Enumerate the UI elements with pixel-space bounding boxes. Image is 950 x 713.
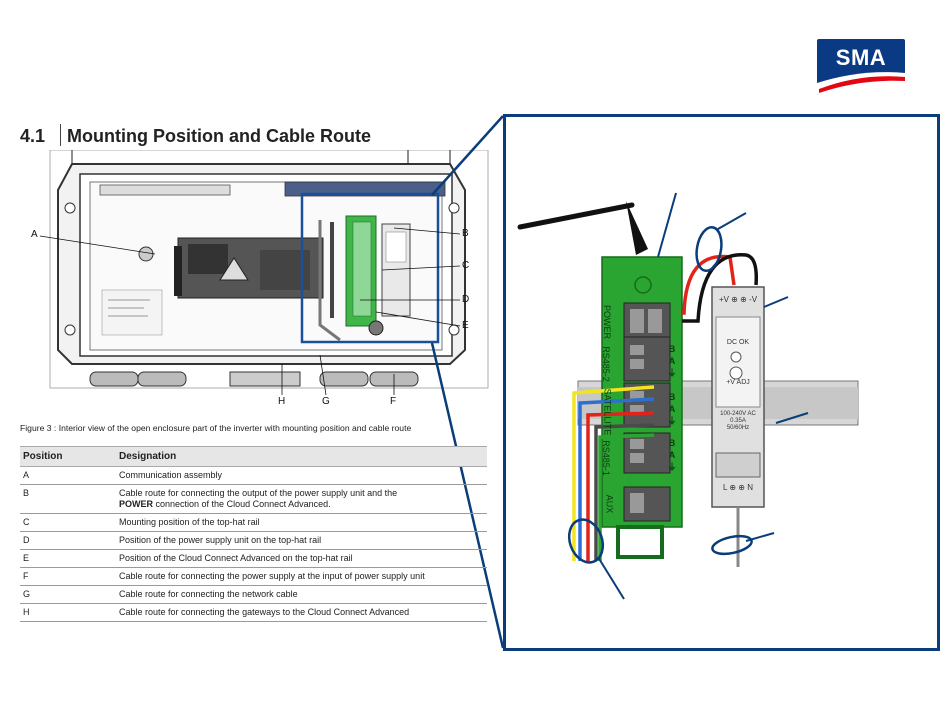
psu-input-label: L ⊕ ⊕ N — [722, 483, 753, 492]
column-header-designation: Designation — [116, 446, 487, 467]
callout-a: A — [31, 229, 38, 240]
cell-position: C — [20, 513, 116, 532]
section-title: Mounting Position and Cable Route — [67, 126, 371, 146]
cell-designation: Cable route for connecting the output of… — [116, 484, 487, 514]
designation-bold: POWER — [119, 499, 154, 509]
terminal-label-aux: AUX — [604, 494, 615, 514]
table-header-row: Position Designation — [20, 446, 487, 467]
psu-spec-current: 0.35A — [730, 418, 746, 424]
terminal-rs485-2: RS485-2 — [600, 343, 628, 387]
cell-position: B — [20, 484, 116, 514]
terminal-label-power: POWER — [602, 304, 613, 340]
sma-logo: SMA — [817, 39, 905, 95]
terminal-power: POWER — [602, 303, 628, 343]
pin-b: B — [668, 438, 676, 448]
psu-output-label: +V ⊕ ⊕ -V — [718, 295, 758, 304]
terminal-satellite: SATELLITE — [602, 388, 628, 436]
enclosure-drawing — [39, 130, 489, 396]
psu-adj-label: +V ADJ — [726, 379, 750, 386]
cell-position: E — [20, 549, 116, 568]
designation-text: Cable route for connecting the output of… — [119, 488, 398, 498]
pin-b: B — [668, 392, 676, 402]
pin-a: A — [668, 450, 676, 460]
pin-labels-rs485-1: B A ⏚ — [666, 437, 678, 473]
pin-a: A — [668, 356, 676, 366]
callout-e: E — [462, 320, 469, 331]
heading-divider — [60, 124, 61, 147]
psu-spec-voltage: 100-240V AC — [720, 411, 756, 417]
cell-designation: Cable route for connecting the network c… — [116, 585, 487, 604]
section-number: 4.1 — [20, 126, 46, 146]
cell-designation: Position of the Cloud Connect Advanced o… — [116, 549, 487, 568]
column-header-position: Position — [20, 446, 116, 467]
zoom-detail-box: POWER RS485-2 SATELLITE RS485-1 AUX B A … — [503, 114, 940, 651]
terminal-label-rs485-1: RS485-1 — [600, 440, 611, 476]
pin-ground: ⏚ — [667, 368, 677, 378]
pin-a: A — [668, 404, 676, 414]
psu-dc-ok-label: DC OK — [726, 339, 750, 346]
logo-swoosh — [817, 72, 905, 95]
callout-h: H — [278, 396, 286, 407]
terminal-rs485-1: RS485-1 — [600, 437, 628, 481]
psu-spec-plate: 100-240V AC 0.35A 50/60Hz — [710, 411, 766, 432]
cell-designation: Cable route for connecting the gateways … — [116, 603, 487, 622]
callout-g: G — [322, 396, 330, 407]
designation-rest: connection of the Cloud Connect Advanced… — [153, 499, 331, 509]
enclosure-figure: A B C D E F G H — [20, 130, 490, 412]
cell-designation: Position of the power supply unit on the… — [116, 531, 487, 550]
callout-f: F — [390, 396, 397, 407]
cell-position: G — [20, 585, 116, 604]
terminal-aux: AUX — [602, 487, 628, 523]
pin-labels-rs485-2: B A ⏚ — [666, 343, 678, 379]
cell-designation: Cable route for connecting the power sup… — [116, 567, 487, 586]
cell-position: F — [20, 567, 116, 586]
figure-caption: Figure 3 : Interior view of the open enc… — [20, 423, 412, 433]
terminal-label-satellite: SATELLITE — [602, 388, 613, 436]
zoom-detail-drawing — [517, 192, 859, 600]
callout-c: C — [462, 260, 470, 271]
cell-designation: Communication assembly — [116, 466, 487, 485]
pin-ground: ⏚ — [667, 462, 677, 472]
cell-position: H — [20, 603, 116, 622]
callout-d: D — [462, 294, 470, 305]
section-heading: 4.1 Mounting Position and Cable Route — [20, 124, 371, 148]
callout-b: B — [462, 228, 469, 239]
cell-position: A — [20, 466, 116, 485]
terminal-label-rs485-2: RS485-2 — [600, 346, 611, 382]
psu-spec-frequency: 50/60Hz — [726, 425, 750, 431]
pin-b: B — [668, 344, 676, 354]
cell-position: D — [20, 531, 116, 550]
pin-labels-satellite: B A ⏚ — [666, 391, 678, 427]
pin-ground: ⏚ — [667, 416, 677, 426]
cell-designation: Mounting position of the top-hat rail — [116, 513, 487, 532]
logo-text: SMA — [835, 45, 887, 70]
